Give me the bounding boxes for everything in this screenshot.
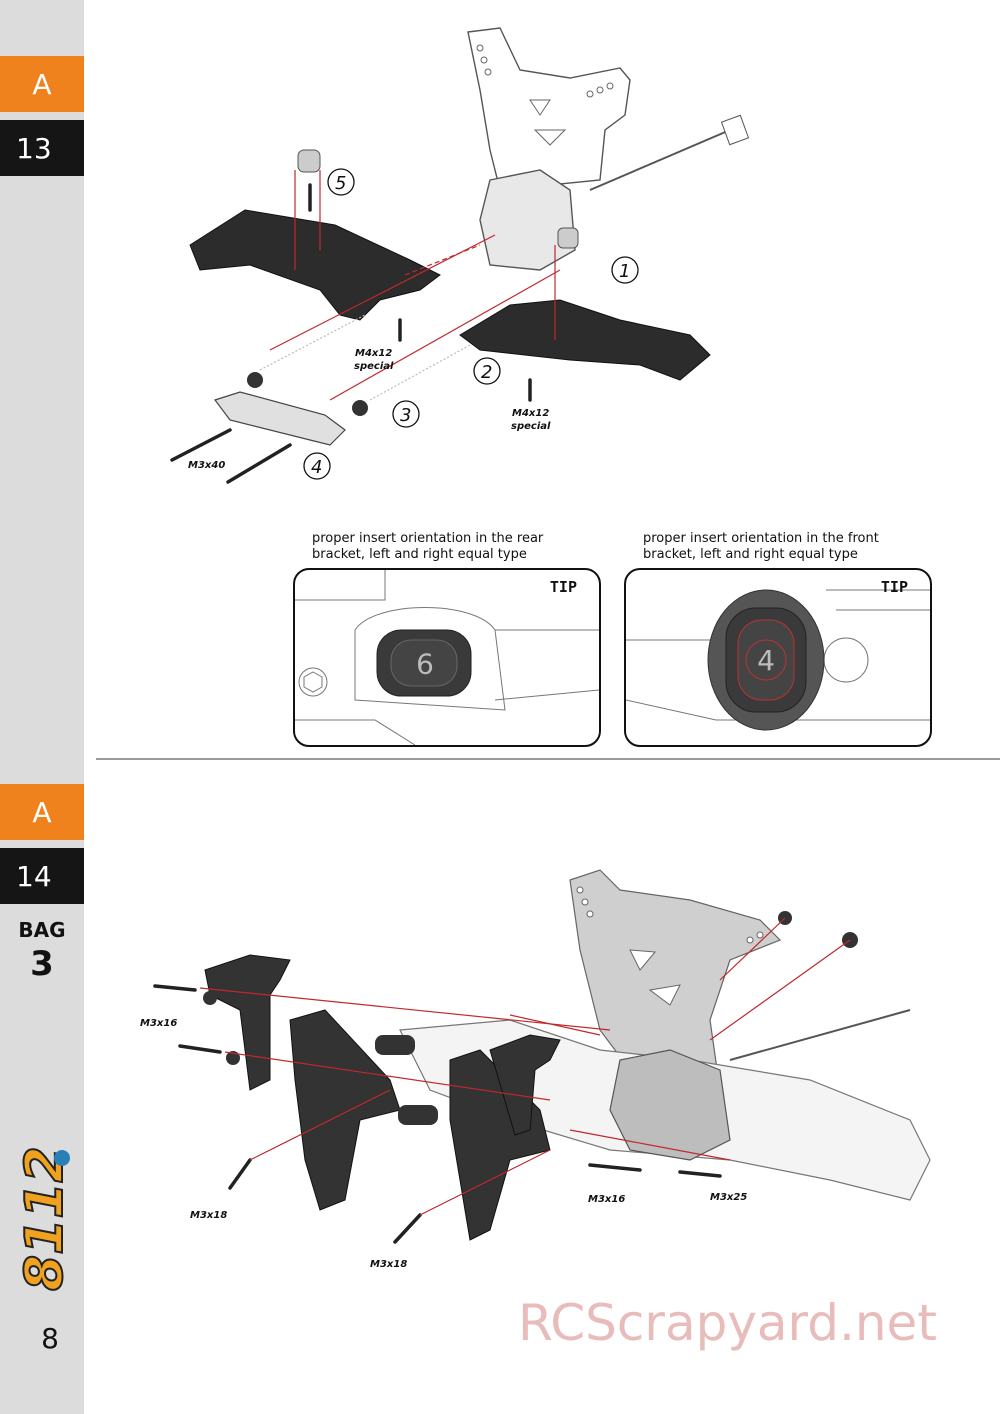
suspension-arm-left <box>189 209 441 321</box>
tip-caption-rear: proper insert orientation in the rear br… <box>312 531 544 562</box>
step14-exploded-view: M3x16 M3x18 M3x18 M3x16 M3x25 <box>140 869 931 1270</box>
callout-number: 3 <box>400 405 411 426</box>
carbon-shock-tower <box>569 869 782 1091</box>
part-label: M3x25 <box>710 1192 747 1203</box>
tip-label: TIP <box>549 578 577 596</box>
wing-mount-right <box>489 1034 561 1136</box>
tip-box-front: 4 TIP <box>624 568 932 747</box>
watermark: RCScrapyard.net <box>518 1294 937 1352</box>
section-divider <box>96 758 1000 760</box>
insert-number: 9 <box>416 647 434 680</box>
part-label: M3x16 <box>140 1018 177 1029</box>
callout-number: 5 <box>335 173 346 194</box>
part-label: M4x12 <box>355 348 392 359</box>
page-number: 8 <box>41 1322 59 1355</box>
step13-exploded-view: 1 2 3 4 5 M4x12 special M4x12 special M3… <box>170 27 750 484</box>
step-section-letter: A <box>0 784 84 840</box>
part-label: M3x40 <box>188 460 225 471</box>
step-number: 14 <box>0 848 84 904</box>
part-label: M3x18 <box>370 1259 407 1270</box>
callout-number: 1 <box>619 261 630 282</box>
part-label: special <box>511 421 551 432</box>
brand-logo: 8112 <box>14 1145 76 1292</box>
sidebar <box>0 0 84 1414</box>
bag-number: 3 <box>30 944 54 984</box>
tip-illustration: 4 <box>626 589 930 731</box>
callout-number: 2 <box>481 362 492 383</box>
step-section-letter: A <box>0 56 84 112</box>
gearbox <box>609 1049 731 1161</box>
part-label: M3x18 <box>190 1210 227 1221</box>
tip-box-rear: 9 TIP <box>293 568 601 747</box>
wing-mount-left <box>204 954 291 1091</box>
part-label: M3x16 <box>588 1194 625 1205</box>
logo-text: 8112 <box>15 1146 75 1291</box>
tip-caption-front: proper insert orientation in the front b… <box>643 531 879 562</box>
part-label: M4x12 <box>512 408 549 419</box>
gearbox <box>479 169 576 271</box>
tip-illustration: 9 <box>295 570 599 745</box>
hinge-pin-holder <box>214 391 346 446</box>
step-number: 13 <box>0 120 84 176</box>
bag-label: BAG <box>18 918 66 942</box>
callout-number: 4 <box>311 457 322 478</box>
tip-label: TIP <box>880 578 908 596</box>
suspension-arm-right <box>459 299 711 381</box>
part-label: special <box>354 361 394 372</box>
shock-tower <box>467 27 631 191</box>
insert-number: 4 <box>757 644 775 677</box>
wing-support-left <box>289 1009 401 1211</box>
